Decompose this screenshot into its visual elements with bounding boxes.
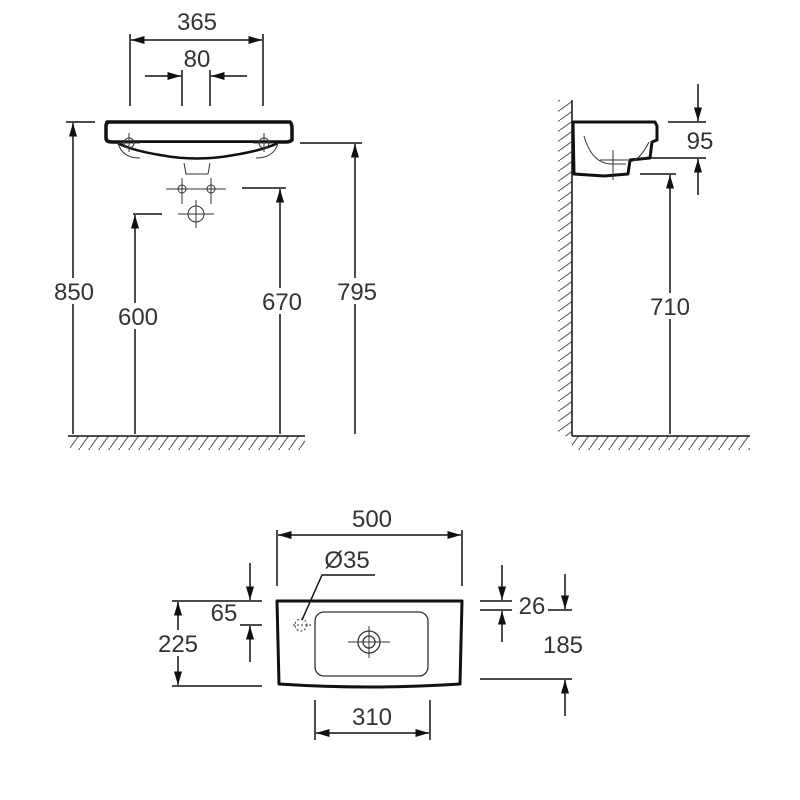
drain-icon	[348, 626, 390, 658]
dim-95: 95	[687, 128, 714, 155]
supply-pipes	[166, 178, 226, 204]
top-basin: Ø35	[275, 547, 464, 689]
dim-65: 65	[211, 600, 238, 627]
dim-710: 710	[650, 294, 690, 321]
dim-225: 225	[158, 631, 198, 658]
dim-795: 795	[337, 279, 377, 306]
waste-outlet	[178, 200, 214, 228]
dim-185: 185	[543, 632, 583, 659]
dim-80: 80	[184, 46, 211, 73]
dim-670: 670	[262, 289, 302, 316]
dim-850: 850	[54, 279, 94, 306]
side-basin	[571, 120, 659, 180]
dim-overflow-diameter: Ø35	[324, 547, 369, 574]
side-view: 95 710	[558, 84, 750, 450]
floor-front	[68, 435, 305, 450]
dim-500: 500	[352, 506, 392, 533]
dim-600: 600	[118, 304, 158, 331]
dim-26: 26	[519, 593, 546, 620]
overflow-hole	[293, 618, 312, 632]
top-view: Ø35 500 310 225 65 26 185	[154, 506, 588, 740]
dim-310: 310	[352, 704, 392, 731]
front-view: 365 80 850 600 670 795	[50, 9, 381, 450]
dim-365: 365	[177, 9, 217, 36]
floor-side	[572, 435, 750, 450]
wall	[558, 100, 573, 436]
front-basin	[104, 120, 294, 228]
